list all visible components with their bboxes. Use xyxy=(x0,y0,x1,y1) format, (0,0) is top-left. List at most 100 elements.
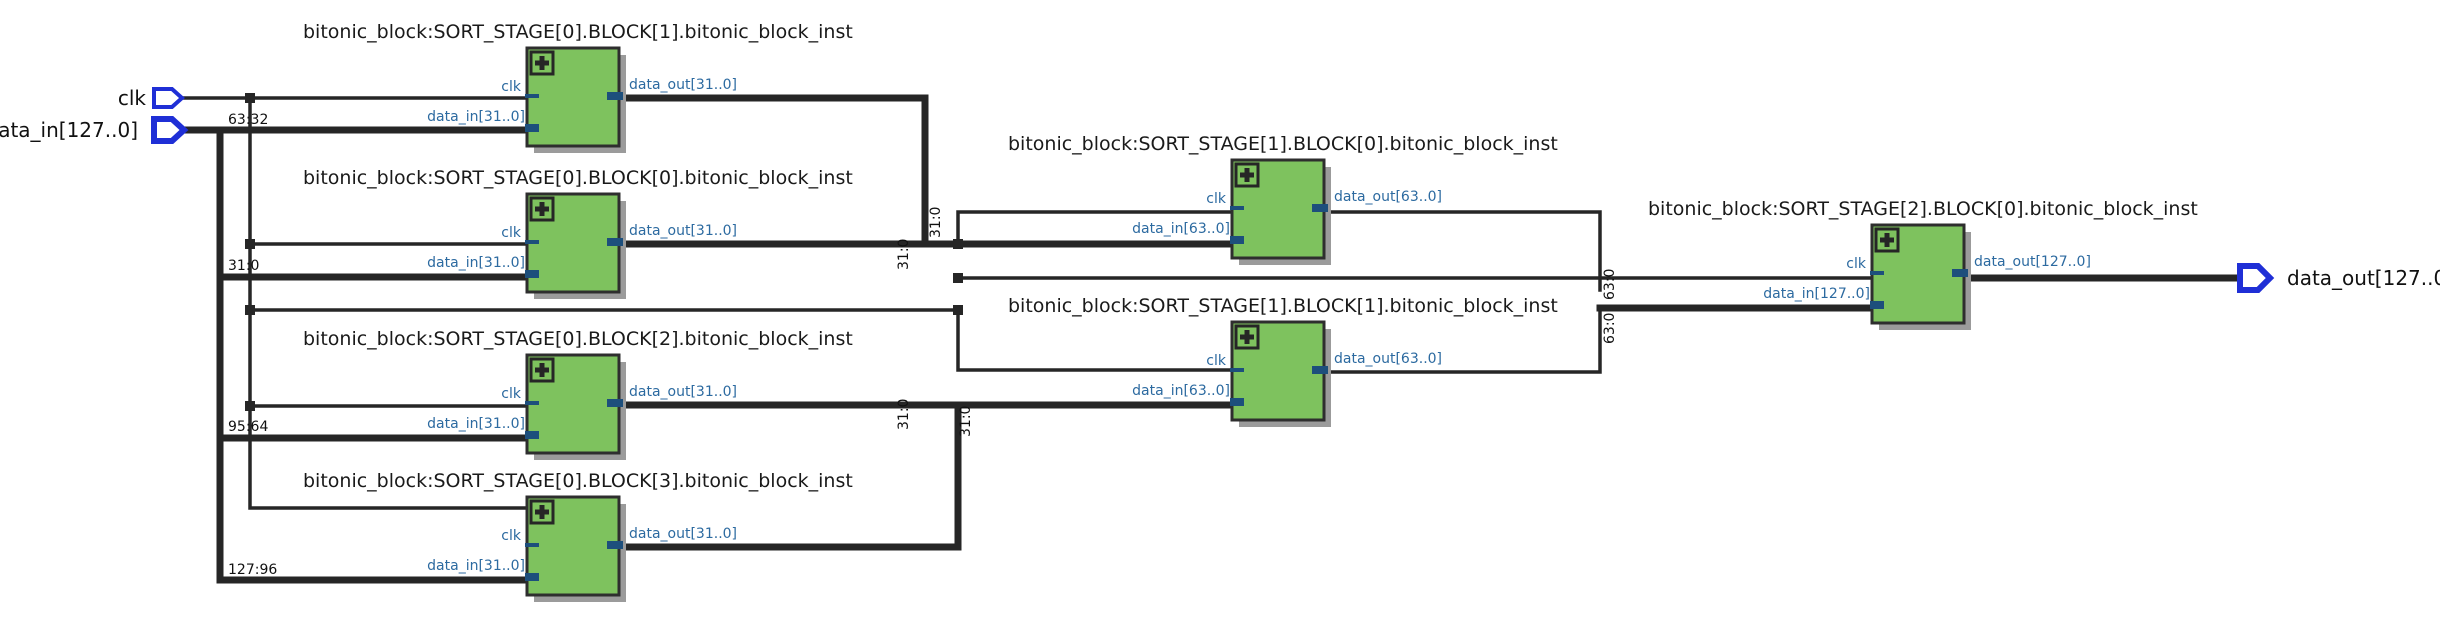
bus-label: 31:0 xyxy=(958,406,974,437)
data-out-port[interactable] xyxy=(607,92,623,100)
expand-plus-icon[interactable] xyxy=(1874,227,1900,253)
data-out-port[interactable] xyxy=(607,541,623,549)
data-in-port-label: data_in[127..0] xyxy=(1763,286,1870,302)
expand-plus-icon[interactable] xyxy=(529,50,555,76)
clk-port-label: clk xyxy=(1846,256,1867,272)
block-title: bitonic_block:SORT_STAGE[1].BLOCK[0].bit… xyxy=(1008,133,1558,155)
block-title: bitonic_block:SORT_STAGE[0].BLOCK[2].bit… xyxy=(303,328,853,350)
clk-port-label: clk xyxy=(1206,353,1227,369)
s0-b3-out-bus[interactable] xyxy=(606,401,962,551)
data-out-port[interactable] xyxy=(1952,269,1968,277)
s1-b1-out-wire[interactable] xyxy=(1322,308,1602,374)
block-title: bitonic_block:SORT_STAGE[2].BLOCK[0].bit… xyxy=(1648,198,2198,220)
expand-plus-icon[interactable] xyxy=(1234,162,1260,188)
output-pin-data-out[interactable]: data_out[127..0] xyxy=(2237,263,2440,293)
clk-wire[interactable] xyxy=(178,96,1242,510)
data-in-port[interactable] xyxy=(1230,236,1244,244)
expand-plus-icon[interactable] xyxy=(529,196,555,222)
data-out-port-label: data_out[63..0] xyxy=(1334,351,1442,367)
bus-label: 63:0 xyxy=(1602,313,1618,344)
input-pin-icon xyxy=(152,87,185,109)
data-in-port-label: data_in[31..0] xyxy=(427,109,525,125)
clk-port[interactable] xyxy=(525,240,539,244)
data-in-bus[interactable] xyxy=(176,126,544,584)
bitonic-block-s1b1[interactable]: bitonic_block:SORT_STAGE[1].BLOCK[1].bit… xyxy=(1008,295,1558,427)
clk-port-label: clk xyxy=(501,386,522,402)
data-out-port-label: data_out[127..0] xyxy=(1974,254,2091,270)
data-out-port-label: data_out[31..0] xyxy=(629,526,737,542)
junction-dot xyxy=(245,401,255,411)
output-bus-pin-icon xyxy=(2237,263,2275,293)
bus-label: 127:96 xyxy=(228,562,277,578)
s1-b0-out-wire[interactable] xyxy=(1322,210,1602,292)
data-out-port[interactable] xyxy=(607,238,623,246)
output-label-data-out: data_out[127..0] xyxy=(2287,266,2440,290)
expand-plus-icon[interactable] xyxy=(529,357,555,383)
s0-b1-out-bus[interactable] xyxy=(606,94,929,248)
bus-label: 63:0 xyxy=(1602,269,1618,300)
bitonic-block-s1b0[interactable]: bitonic_block:SORT_STAGE[1].BLOCK[0].bit… xyxy=(1008,133,1558,265)
junction-dot xyxy=(953,239,963,249)
bitonic-block-s2b0[interactable]: bitonic_block:SORT_STAGE[2].BLOCK[0].bit… xyxy=(1648,198,2198,330)
bus-label: 31:0 xyxy=(928,207,944,238)
block-title: bitonic_block:SORT_STAGE[0].BLOCK[3].bit… xyxy=(303,470,853,492)
bus-label: 31:0 xyxy=(896,239,912,270)
expand-plus-icon[interactable] xyxy=(1234,324,1260,350)
data-in-port[interactable] xyxy=(525,573,539,581)
data-out-port[interactable] xyxy=(1312,366,1328,374)
bitonic-block-s0b3[interactable]: bitonic_block:SORT_STAGE[0].BLOCK[3].bit… xyxy=(303,470,853,602)
junction-dot xyxy=(245,305,255,315)
wires xyxy=(176,93,2244,584)
data-out-port-label: data_out[31..0] xyxy=(629,384,737,400)
clk-s1b0-wire[interactable] xyxy=(956,210,1242,246)
clk-port[interactable] xyxy=(1230,368,1244,372)
data-in-port[interactable] xyxy=(525,124,539,132)
data-out-port[interactable] xyxy=(1312,204,1328,212)
clk-port-label: clk xyxy=(501,528,522,544)
bitonic-block-s0b2[interactable]: bitonic_block:SORT_STAGE[0].BLOCK[2].bit… xyxy=(303,328,853,460)
bitonic-block-s0b0[interactable]: bitonic_block:SORT_STAGE[0].BLOCK[0].bit… xyxy=(303,167,853,299)
bitonic-block-s0b1[interactable]: bitonic_block:SORT_STAGE[0].BLOCK[1].bit… xyxy=(303,21,853,153)
data-in-port[interactable] xyxy=(1870,301,1884,309)
data-in-port-label: data_in[31..0] xyxy=(427,255,525,271)
clk-port[interactable] xyxy=(525,543,539,547)
input-label-clk: clk xyxy=(118,86,147,110)
data-in-port-label: data_in[63..0] xyxy=(1132,221,1230,237)
clk-port[interactable] xyxy=(525,401,539,405)
data-in-port[interactable] xyxy=(525,270,539,278)
bus-label: 95:64 xyxy=(228,419,268,435)
data-out-port[interactable] xyxy=(607,399,623,407)
block-title: bitonic_block:SORT_STAGE[0].BLOCK[0].bit… xyxy=(303,167,853,189)
data-out-port-label: data_out[63..0] xyxy=(1334,189,1442,205)
clk-port[interactable] xyxy=(1870,271,1884,275)
junction-dot xyxy=(245,93,255,103)
input-pin-data-in[interactable]: data_in[127..0] xyxy=(0,116,189,144)
block-title: bitonic_block:SORT_STAGE[1].BLOCK[1].bit… xyxy=(1008,295,1558,317)
clk-port[interactable] xyxy=(1230,206,1244,210)
clk-port-label: clk xyxy=(1206,191,1227,207)
bus-label: 31:0 xyxy=(896,399,912,430)
input-bus-pin-icon xyxy=(151,116,189,144)
data-in-port-label: data_in[63..0] xyxy=(1132,383,1230,399)
blocks-layer: bitonic_block:SORT_STAGE[0].BLOCK[1].bit… xyxy=(303,21,2198,602)
input-label-data-in: data_in[127..0] xyxy=(0,118,138,142)
data-out-port-label: data_out[31..0] xyxy=(629,77,737,93)
bus-label: 31:0 xyxy=(228,258,259,274)
clk-port-label: clk xyxy=(501,225,522,241)
bus-label: 63:32 xyxy=(228,112,268,128)
data-in-port[interactable] xyxy=(1230,398,1244,406)
clk-port-label: clk xyxy=(501,79,522,95)
expand-plus-icon[interactable] xyxy=(529,499,555,525)
block-title: bitonic_block:SORT_STAGE[0].BLOCK[1].bit… xyxy=(303,21,853,43)
junction-dot xyxy=(245,239,255,249)
bus-labels: 63:32 31:0 95:64 127:96 31:0 31:0 31:0 3… xyxy=(228,112,1618,578)
data-in-port-label: data_in[31..0] xyxy=(427,416,525,432)
junction-dot xyxy=(953,305,963,315)
junction-dot xyxy=(953,273,963,283)
data-in-port[interactable] xyxy=(525,431,539,439)
data-out-port-label: data_out[31..0] xyxy=(629,223,737,239)
data-in-port-label: data_in[31..0] xyxy=(427,558,525,574)
input-pin-clk[interactable]: clk xyxy=(118,86,185,110)
clk-port[interactable] xyxy=(525,94,539,98)
